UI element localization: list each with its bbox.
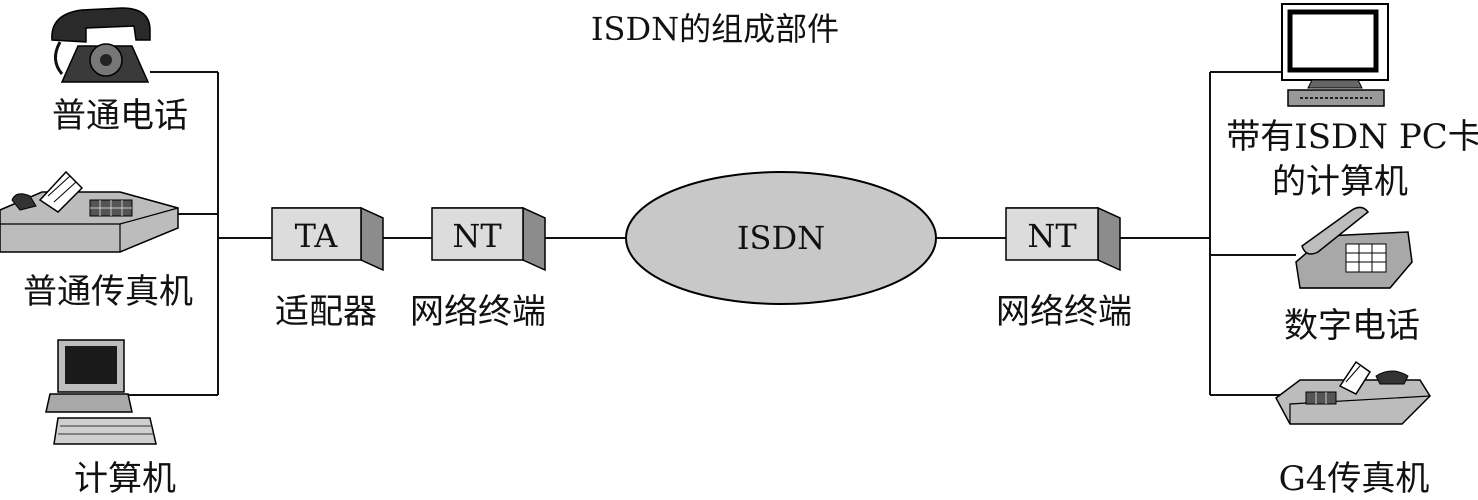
connection-lines [128, 71, 1296, 396]
telephone-icon [51, 7, 151, 83]
fax-machine-icon [0, 170, 179, 253]
isdn-network-label: ISDN [737, 219, 825, 257]
isdn-pc-icon [1281, 3, 1389, 107]
ta-box-label: TA [295, 217, 339, 255]
computer-icon [45, 339, 157, 445]
label-left-network-terminal: 网络终端 [410, 292, 546, 332]
g4-fax-icon [1275, 360, 1431, 425]
right-nt-box-label: NT [1027, 217, 1077, 255]
isdn-network-cloud [625, 171, 937, 305]
label-ordinary-phone: 普通电话 [52, 96, 188, 136]
label-right-network-terminal: 网络终端 [996, 292, 1132, 332]
label-digital-phone: 数字电话 [1284, 306, 1420, 346]
label-isdn-pc-line2: 的计算机 [1272, 162, 1408, 202]
diagram-title: ISDN的组成部件 [591, 10, 839, 48]
digital-phone-icon [1295, 206, 1413, 289]
label-computer: 计算机 [74, 459, 176, 499]
left-nt-box-label: NT [452, 217, 502, 255]
label-isdn-pc-line1: 带有ISDN PC卡 [1226, 117, 1478, 157]
label-adapter: 适配器 [275, 292, 377, 332]
left-nt-box [431, 206, 546, 272]
label-ordinary-fax: 普通传真机 [23, 272, 193, 312]
ta-adapter-box [271, 206, 384, 272]
label-g4-fax: G4传真机 [1279, 459, 1430, 499]
right-nt-box [1005, 206, 1121, 272]
